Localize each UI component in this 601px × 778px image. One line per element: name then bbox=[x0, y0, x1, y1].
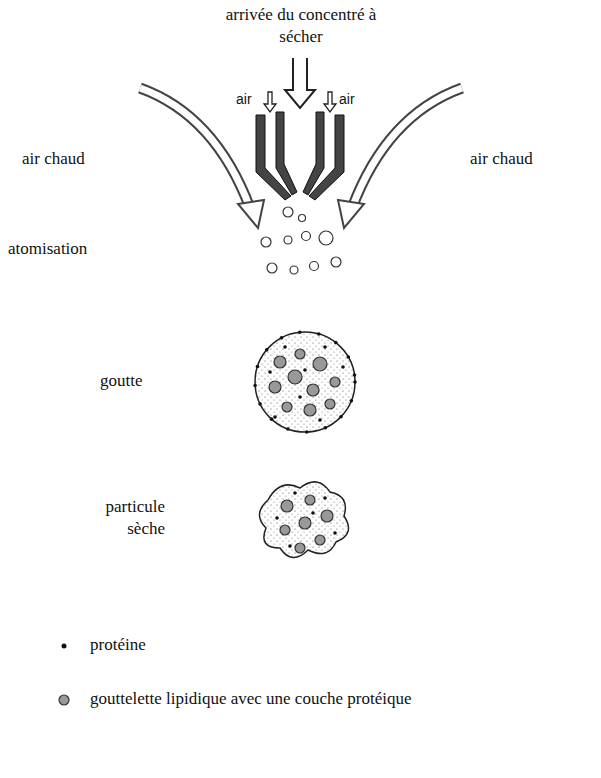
air-arrow bbox=[264, 92, 336, 112]
text-label: arrivée du concentré à sécher bbox=[212, 4, 390, 48]
nozzle bbox=[256, 112, 344, 200]
legend-text: protéine bbox=[90, 634, 590, 656]
text-label: air chaud bbox=[22, 148, 122, 170]
text-label: goutte bbox=[100, 370, 180, 392]
text-label: atomisation bbox=[8, 238, 118, 260]
text-label: air bbox=[236, 90, 266, 108]
inflow-arrow bbox=[285, 58, 315, 108]
legend-text: gouttelette lipidique avec une couche pr… bbox=[90, 688, 590, 710]
dry-particle-illustration bbox=[259, 482, 348, 558]
text-label: particule sèche bbox=[70, 496, 165, 540]
text-label: air chaud bbox=[470, 148, 570, 170]
legend-sample bbox=[62, 644, 67, 649]
drop-illustration bbox=[253, 330, 356, 433]
legend-sample bbox=[59, 695, 69, 705]
text-label: air bbox=[339, 90, 369, 108]
spray-droplets bbox=[261, 207, 341, 274]
hot-air-arrow bbox=[140, 88, 462, 228]
